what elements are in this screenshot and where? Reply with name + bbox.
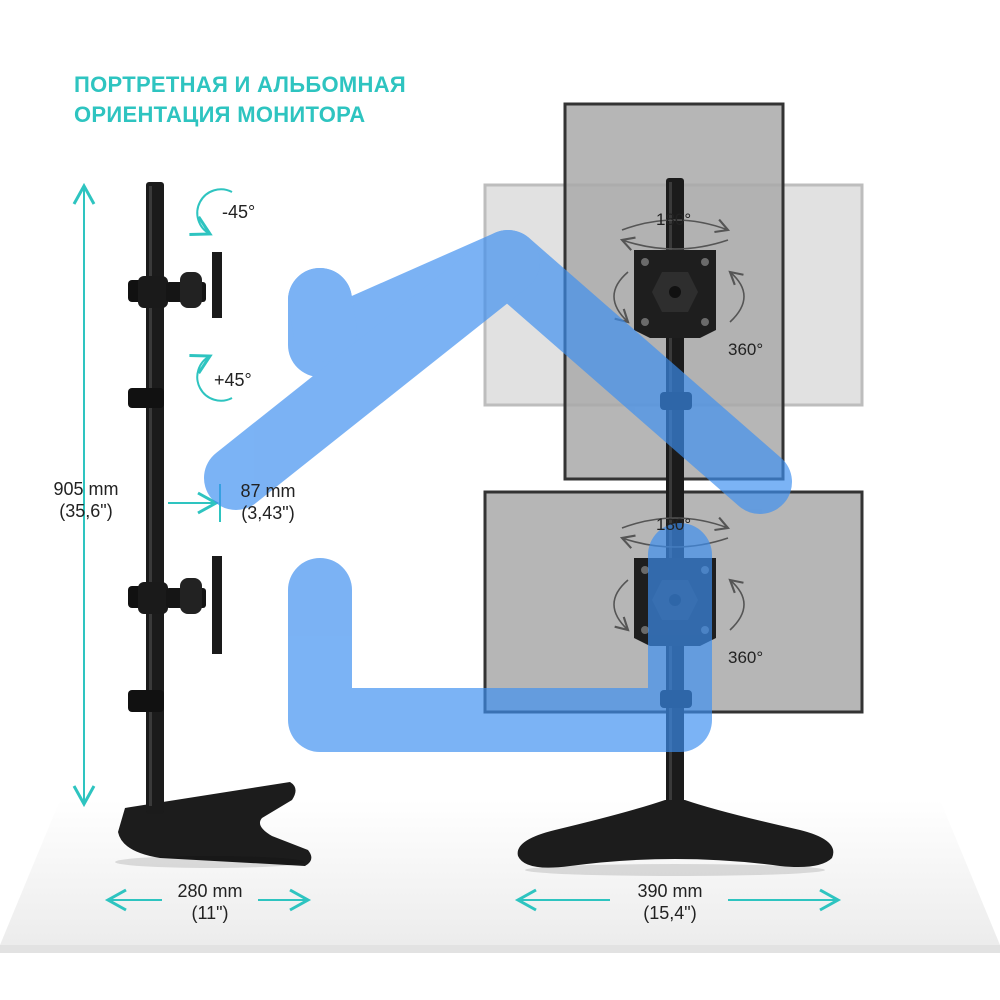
upper-swivel-rotate-arrow-icon (621, 218, 731, 234)
left-base-in: (11") (191, 903, 229, 923)
height-in: (35,6") (59, 501, 113, 521)
headline: ПОРТРЕТНАЯ И АЛЬБОМНАЯ ОРИЕНТАЦИЯ МОНИТО… (74, 70, 406, 130)
upper-swivel-angle: 180° (656, 210, 692, 229)
left-upper-vesa-plate (212, 252, 222, 318)
lower-rotate-right-rotate-arrow-icon (728, 578, 745, 631)
upper-rotate-right-rotate-arrow-icon (728, 270, 745, 323)
right-base-dimension-label: 390 mm (15,4") (618, 880, 722, 924)
left-lower-vesa-plate (212, 556, 222, 654)
upper-rotate-angle: 360° (728, 340, 764, 359)
height-dimension-label: 905 mm (35,6") (36, 478, 136, 522)
tilt-down-angle: +45° (214, 370, 252, 390)
right-base-in: (15,4") (643, 903, 697, 923)
headline-line-1: ПОРТРЕТНАЯ И АЛЬБОМНАЯ (74, 72, 407, 97)
headline-line-2: ОРИЕНТАЦИЯ МОНИТОРА (74, 102, 366, 127)
right-base-mm: 390 mm (637, 881, 703, 901)
height-mm: 905 mm (53, 479, 119, 499)
lower-swivel-rotate-arrow-icon (621, 516, 731, 532)
lower-swivel-angle: 180° (656, 515, 692, 534)
left-base-dimension-label: 280 mm (11") (160, 880, 260, 924)
offset-in: (3,43") (241, 503, 295, 523)
tilt-down-rotate-arrow-icon (189, 354, 233, 402)
floor-edge (0, 945, 1000, 953)
left-stand (115, 182, 312, 868)
right-stand-base (517, 800, 834, 868)
upper-vesa-plate (634, 250, 716, 338)
upper-rotate-left-rotate-arrow-icon (613, 271, 630, 324)
tilt-up-rotate-arrow-icon (189, 188, 233, 236)
offset-mm: 87 mm (240, 481, 296, 501)
offset-dimension-label: 87 mm (3,43") (226, 480, 310, 524)
lower-rotate-angle: 360° (728, 648, 764, 667)
tilt-up-angle: -45° (222, 202, 256, 222)
lower-rotate-left-rotate-arrow-icon (613, 579, 630, 632)
left-base-mm: 280 mm (177, 881, 243, 901)
home-watermark-icon (204, 230, 792, 752)
left-stand-base (118, 782, 312, 866)
